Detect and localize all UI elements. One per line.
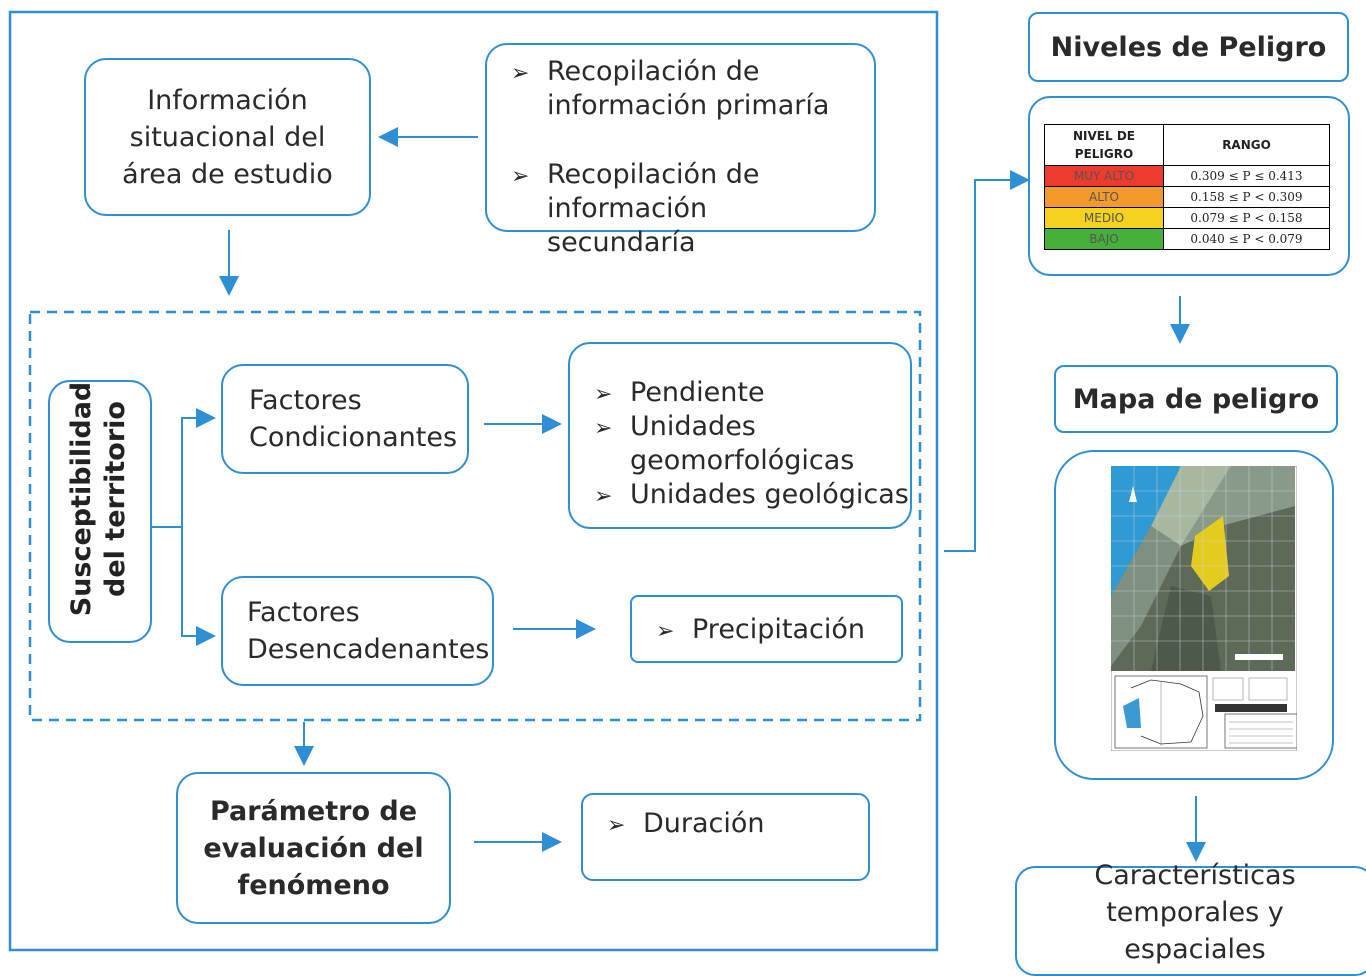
niveles-title-box: Niveles de Peligro xyxy=(1028,12,1349,82)
precipitacion-text: Precipitación xyxy=(692,614,866,645)
table-cell-level: ALTO xyxy=(1044,186,1164,208)
factores-desencadenantes-box: Factores Desencadenantes xyxy=(221,576,494,686)
parametro-label: Parámetro de evaluación del fenómeno xyxy=(203,795,424,901)
susceptibilidad-box: Susceptibilidad del territorio xyxy=(48,380,152,643)
table-cell-level: MEDIO xyxy=(1044,207,1164,229)
table-header-rango: RANGO xyxy=(1163,124,1330,166)
bullet-arrow-icon: ➢ xyxy=(656,619,675,644)
dashed-frame xyxy=(28,310,922,722)
duracion-item: ➢ Duración xyxy=(607,807,765,843)
table-cell-level: BAJO xyxy=(1044,228,1164,250)
niveles-table: NIVEL DE PELIGRO RANGO MUY ALTO 0.309 ≤ … xyxy=(1044,124,1330,250)
recopilacion-item-2: ➢ xyxy=(511,158,547,194)
mapa-title-box: Mapa de peligro xyxy=(1054,365,1338,433)
caracteristicas-box: Características temporales y espaciales xyxy=(1015,860,1366,976)
duracion-text: Duración xyxy=(643,808,765,839)
bullet-arrow-icon: ➢ xyxy=(607,813,626,838)
info-situacional-box: Información situacional del área de estu… xyxy=(84,58,371,216)
bullet-arrow-icon: ➢ xyxy=(594,416,613,441)
precipitacion-box: ➢ Precipitación xyxy=(630,595,903,663)
niveles-title: Niveles de Peligro xyxy=(1050,31,1327,63)
condicionantes-item-1: ➢ Pendiente xyxy=(594,376,765,412)
info-situacional-text: Información situacional del área de estu… xyxy=(122,84,333,190)
bullet-arrow-icon: ➢ xyxy=(594,382,613,407)
branch-down xyxy=(181,527,216,646)
duracion-box: ➢ Duración xyxy=(581,793,870,881)
hazard-map-thumbnail xyxy=(1111,466,1297,751)
bullet-arrow-icon: ➢ xyxy=(511,164,530,189)
connector-layer xyxy=(8,10,1206,952)
recopilacion-item-1: ➢ xyxy=(511,55,547,91)
table-cell-level: MUY ALTO xyxy=(1044,165,1164,187)
factores-condicionantes-box: Factores Condicionantes xyxy=(221,364,469,474)
condicionantes-item-2-text: Unidades geomorfológicas xyxy=(630,411,855,476)
table-cell-range: 0.040 ≤ P < 0.079 xyxy=(1163,228,1330,250)
table-row: MUY ALTO 0.309 ≤ P ≤ 0.413 xyxy=(1044,165,1330,187)
table-row: BAJO 0.040 ≤ P < 0.079 xyxy=(1044,228,1330,250)
caracteristicas-text: Características temporales y espaciales xyxy=(1094,859,1296,965)
table-cell-range: 0.309 ≤ P ≤ 0.413 xyxy=(1163,165,1330,187)
factores-desencadenantes-label: Factores Desencadenantes xyxy=(247,597,490,665)
table-cell-range: 0.158 ≤ P < 0.309 xyxy=(1163,186,1330,208)
condicionantes-item-3-text: Unidades geológicas xyxy=(630,479,909,510)
table-header-nivel: NIVEL DE PELIGRO xyxy=(1044,124,1164,166)
condicionantes-item-1-text: Pendiente xyxy=(630,377,765,408)
outer-frame xyxy=(8,10,939,952)
bullet-arrow-icon: ➢ xyxy=(511,61,530,86)
condicionantes-item-3: ➢ Unidades geológicas xyxy=(594,478,909,514)
table-row: MEDIO 0.079 ≤ P < 0.158 xyxy=(1044,207,1330,229)
condicionantes-items-box: ➢ Pendiente ➢ Unidades geomorfológicas ➢ U… xyxy=(568,342,912,529)
factores-condicionantes-label: Factores Condicionantes xyxy=(249,385,458,453)
table-row: ALTO 0.158 ≤ P < 0.309 xyxy=(1044,186,1330,208)
condicionantes-item-2: ➢ xyxy=(594,410,630,446)
susceptibilidad-label: Susceptibilidad del territorio xyxy=(66,381,131,617)
recopilacion-box: ➢ Recopilación de información primaría ➢… xyxy=(485,43,876,258)
branch-up xyxy=(181,408,216,527)
bullet-arrow-icon: ➢ xyxy=(594,484,613,509)
table-cell-range: 0.079 ≤ P < 0.158 xyxy=(1163,207,1330,229)
arrow-to-niveles xyxy=(944,170,1030,552)
recopilacion-item-2-text: Recopilación de información secundaría xyxy=(547,159,760,258)
precipitacion-item: ➢ Precipitación xyxy=(656,613,865,649)
recopilacion-item-1-text: Recopilación de información primaría xyxy=(547,56,830,121)
parametro-box: Parámetro de evaluación del fenómeno xyxy=(176,772,451,924)
mapa-title: Mapa de peligro xyxy=(1072,383,1320,415)
